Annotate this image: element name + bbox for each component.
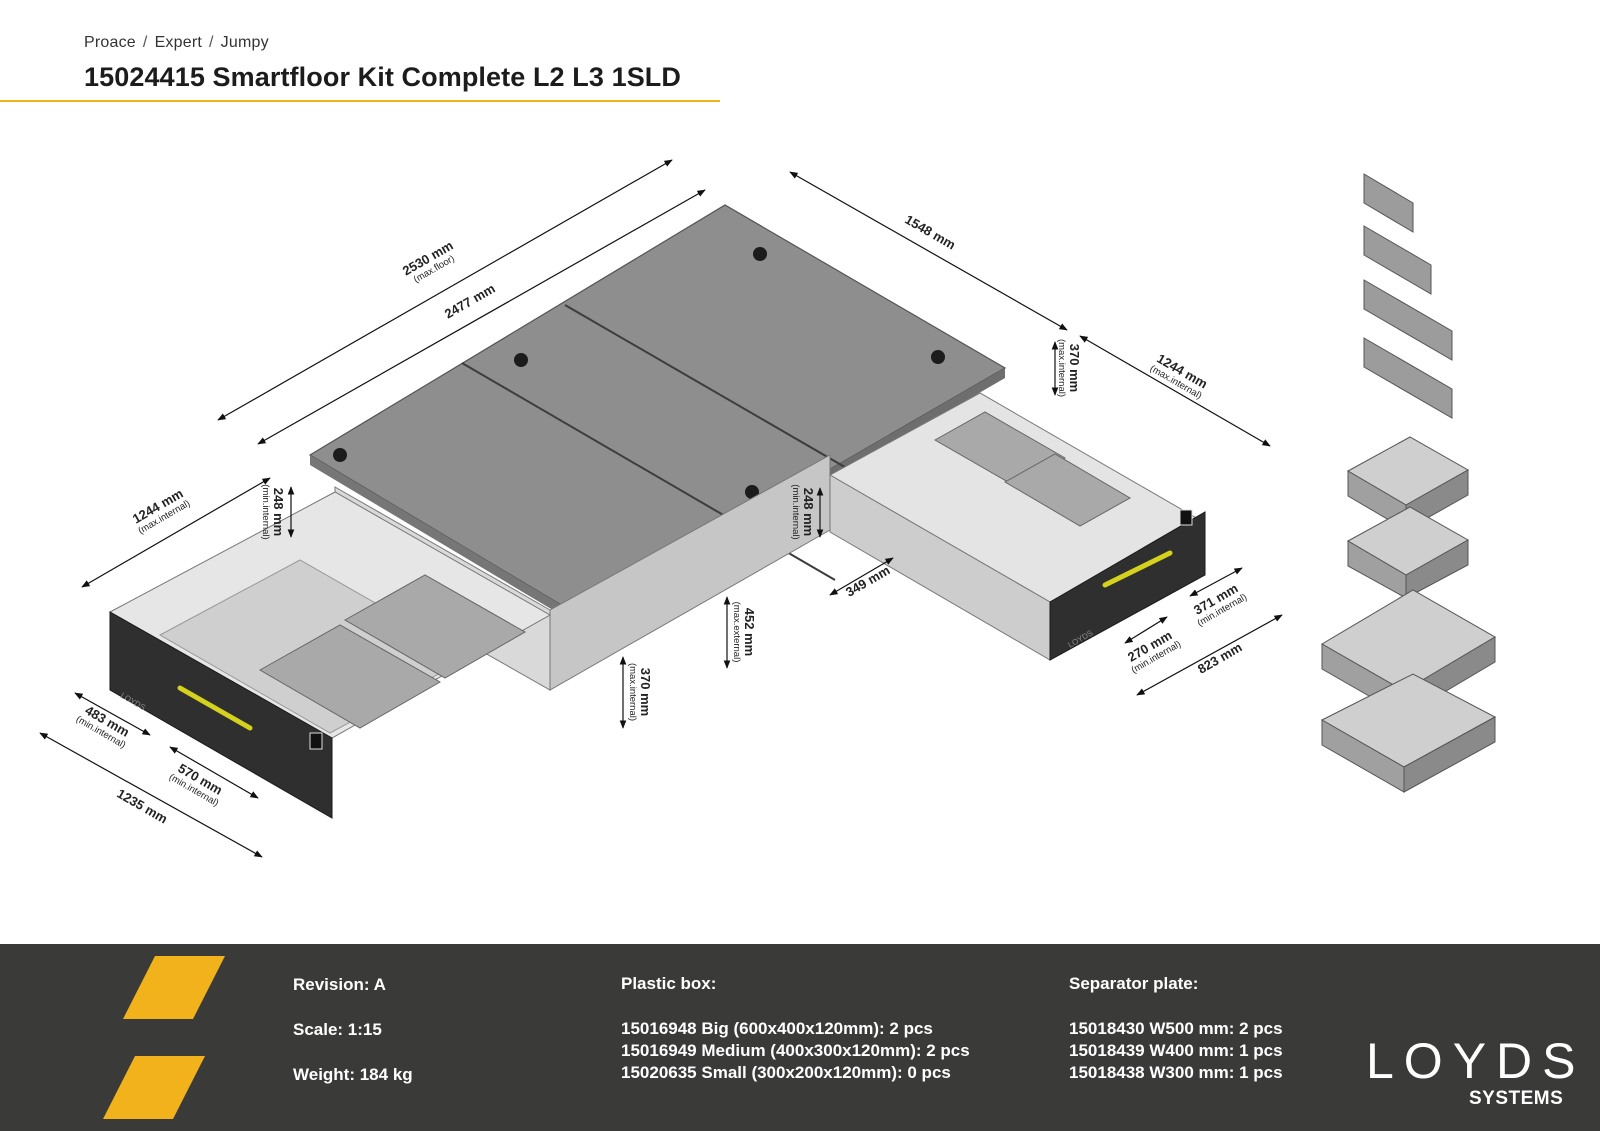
plastic-box-heading: Plastic box:	[621, 974, 717, 993]
logo-wordmark: LOYDS	[1366, 1033, 1586, 1089]
dimension-label-d370_right: 370 mm	[1067, 344, 1082, 392]
brand-stripes-icon	[103, 956, 225, 1119]
separator-plates	[1363, 173, 1453, 419]
dimension-note-d452: (max.external)	[731, 602, 742, 663]
breadcrumb-item-proace[interactable]: Proace	[84, 34, 136, 51]
revision-info: Revision: A Scale: 1:15 Weight: 184 kg	[293, 974, 413, 1109]
dimension-label-d823: 823 mm	[1195, 640, 1244, 677]
right-drawer	[828, 392, 1206, 661]
dimension-label-d349: 349 mm	[843, 563, 892, 600]
plastic-box-line: 15016948 Big (600x400x120mm): 2 pcs	[621, 1019, 933, 1038]
breadcrumb-separator: /	[209, 34, 214, 51]
dimension-lines	[39, 159, 1283, 858]
dimension-label-d1235: 1235 mm	[114, 786, 170, 827]
dimension-label-d370_mid: 370 mm	[638, 668, 653, 716]
separator-plate-line: 15018438 W300 mm: 1 pcs	[1069, 1063, 1283, 1082]
breadcrumb-separator: /	[142, 34, 148, 51]
dimension-note-d248_left: (min.internal)	[260, 484, 271, 539]
plastic-box-line: 15020635 Small (300x200x120mm): 0 pcs	[621, 1063, 951, 1082]
dimension-note-d370_mid: (max.internal)	[627, 663, 638, 721]
footer-info-panel: Revision: A Scale: 1:15 Weight: 184 kg P…	[0, 944, 1600, 1131]
loyds-logo: LOYDS SYSTEMS	[1366, 1032, 1576, 1112]
dimension-label-d1548: 1548 mm	[902, 212, 958, 253]
plastic-boxes	[1320, 436, 1497, 793]
plastic-box-info: Plastic box: 15016948 Big (600x400x120mm…	[621, 974, 970, 1084]
dimension-note-d248_mid: (min.internal)	[790, 484, 801, 539]
dimension-note-d370_right: (max.internal)	[1056, 339, 1067, 397]
title-underline	[0, 100, 720, 102]
breadcrumb: Proace / Expert / Jumpy	[84, 34, 269, 52]
scale-text: Scale: 1:15	[293, 1020, 382, 1039]
logo-subtitle: SYSTEMS	[1469, 1088, 1564, 1109]
separator-plate-info: Separator plate: 15018430 W500 mm: 2 pcs…	[1069, 974, 1283, 1084]
breadcrumb-item-expert[interactable]: Expert	[154, 34, 203, 51]
revision-text: Revision: A	[293, 975, 386, 994]
breadcrumb-item-jumpy[interactable]: Jumpy	[220, 34, 269, 51]
dimension-label-d248_left: 248 mm	[271, 488, 286, 536]
dimension-label-d248_mid: 248 mm	[801, 488, 816, 536]
weight-text: Weight: 184 kg	[293, 1065, 413, 1084]
plastic-box-line: 15016949 Medium (400x300x120mm): 2 pcs	[621, 1041, 970, 1060]
separator-plate-heading: Separator plate:	[1069, 974, 1199, 993]
separator-plate-line: 15018430 W500 mm: 2 pcs	[1069, 1019, 1283, 1038]
dimension-label-d452: 452 mm	[742, 608, 757, 656]
page-title: 15024415 Smartfloor Kit Complete L2 L3 1…	[84, 62, 681, 92]
separator-plate-line: 15018439 W400 mm: 1 pcs	[1069, 1041, 1283, 1060]
